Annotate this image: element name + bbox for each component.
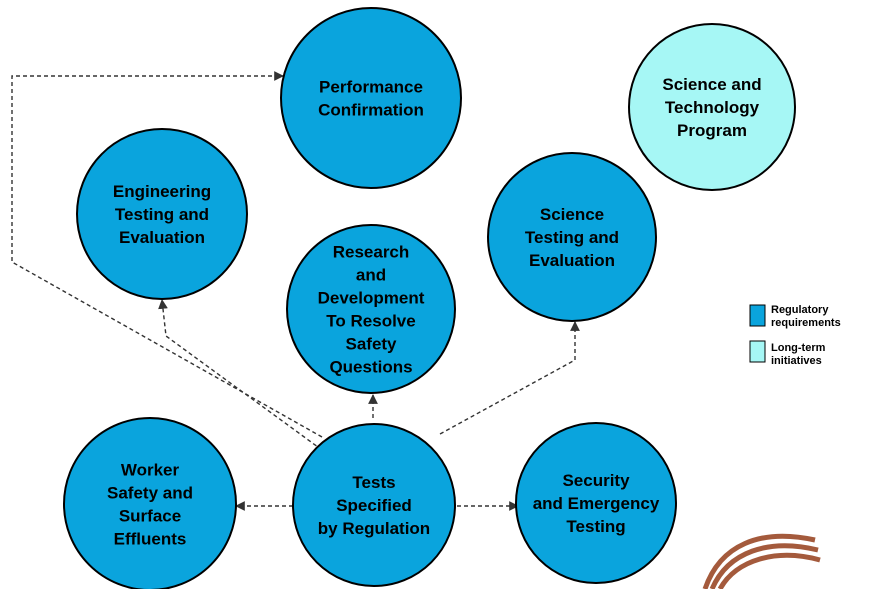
- node-circle: [76, 128, 248, 300]
- node-label-line: and Emergency: [533, 494, 660, 513]
- connector-to-performance: [11, 71, 323, 438]
- legend-swatch-longterm: [749, 340, 766, 363]
- node-circle: [515, 422, 677, 584]
- node-label-line: Specified: [336, 496, 412, 515]
- node-label-line: Program: [677, 121, 747, 140]
- node-label-line: Science: [540, 205, 604, 224]
- node-label-line: Performance: [319, 78, 423, 97]
- node-label-line: Confirmation: [318, 101, 424, 120]
- legend-label-regulatory-line2: requirements: [771, 317, 841, 329]
- legend-label-regulatory-line1: Regulatory: [771, 304, 829, 316]
- decorative-swoosh: [702, 533, 821, 589]
- node-circle: [487, 152, 657, 322]
- connector-to-engineering: [158, 299, 323, 451]
- legend-label-longterm-line1: Long-term: [771, 342, 826, 354]
- node-label-line: Surface: [119, 507, 181, 526]
- node-label-line: Evaluation: [119, 228, 205, 247]
- node-label-line: Effluents: [114, 530, 187, 549]
- node-label-line: Testing: [566, 517, 625, 536]
- connector-to-science-testing: [439, 321, 580, 435]
- node-label-line: Security: [562, 471, 630, 490]
- node-circle: [280, 7, 462, 189]
- node-circle: [292, 423, 456, 587]
- legend-swatch-regulatory: [749, 304, 766, 327]
- node-circle: [286, 224, 456, 394]
- node-label-line: To Resolve: [326, 312, 415, 331]
- node-label-line: Evaluation: [529, 251, 615, 270]
- node-label-line: Science and: [662, 75, 761, 94]
- node-label-line: Engineering: [113, 182, 211, 201]
- node-label-line: and: [356, 266, 386, 285]
- node-circle: [628, 23, 796, 191]
- node-label-line: Development: [318, 289, 425, 308]
- legend-label-longterm-line2: initiatives: [771, 355, 822, 367]
- node-label-line: by Regulation: [318, 519, 430, 538]
- node-label-line: Testing and: [115, 205, 209, 224]
- connectors: [11, 71, 580, 511]
- node-label-line: Tests: [352, 473, 395, 492]
- node-circle: [63, 417, 237, 589]
- node-label-line: Technology: [665, 98, 760, 117]
- node-label-line: Safety and: [107, 484, 193, 503]
- node-label-line: Questions: [329, 358, 412, 377]
- node-label-line: Testing and: [525, 228, 619, 247]
- node-label-line: Worker: [121, 461, 180, 480]
- node-label-line: Research: [333, 243, 410, 262]
- node-label-line: Safety: [345, 335, 397, 354]
- legend: Regulatory requirements Long-term initia…: [749, 304, 841, 367]
